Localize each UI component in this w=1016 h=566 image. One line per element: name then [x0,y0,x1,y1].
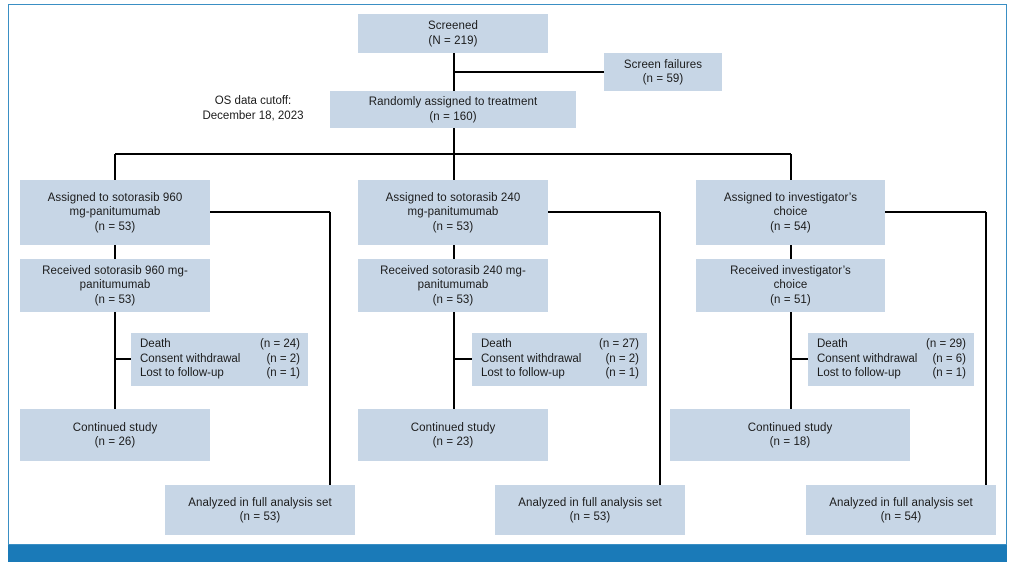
arm2-analyzed-box: Analyzed in full analysis set (n = 53) [495,485,685,535]
exclusion-count: (n = 2) [266,352,300,365]
exclusion-row: Lost to follow-up (n = 1) [817,366,966,381]
screen-failures-count: (n = 59) [642,73,684,85]
arm3-received-line1: Received investigator’s [730,264,851,277]
arm3-continued-label: Continued study [747,421,833,434]
exclusion-row: Death (n = 29) [817,337,966,352]
cutoff-line-2: December 18, 2023 [202,109,304,122]
exclusion-count: (n = 1) [605,367,639,379]
arm3-exclusions-box: Death(n = 29) Consent withdrawal(n = 6) … [808,333,974,386]
arm3-assigned-line2: choice [773,206,808,219]
arm2-continued-count: (n = 23) [432,436,474,448]
exclusion-reason: Death [140,338,171,350]
exclusion-reason: Lost to follow-up [817,367,901,379]
exclusion-reason: Consent withdrawal [481,352,582,365]
arm2-continued-box: Continued study (n = 23) [358,409,548,461]
arm1-assigned-box: Assigned to sotorasib 960 mg-panitumumab… [20,180,210,245]
arm1-received-count: (n = 53) [94,293,136,306]
exclusion-row: Death (n = 27) [481,337,639,352]
arm1-received-box: Received sotorasib 960 mg- panitumumab (… [20,259,210,312]
arm3-assigned-count: (n = 54) [770,220,811,233]
arm2-assigned-box: Assigned to sotorasib 240 mg-panitumumab… [358,180,548,245]
exclusion-count: (n = 1) [266,367,300,379]
arm2-assigned-line2: mg-panitumumab [407,206,499,219]
randomized-box: Randomly assigned to treatment (n = 160) [330,91,576,128]
screened-count: (N = 219) [428,34,478,47]
exclusion-count: (n = 24) [260,338,300,350]
arm2-exclusions-box: Death(n = 27) Consent withdrawal(n = 2) … [472,333,647,386]
exclusion-count: (n = 6) [932,352,966,365]
arm2-continued-label: Continued study [410,421,496,434]
arm1-continued-count: (n = 26) [94,436,136,448]
arm1-received-line1: Received sotorasib 960 mg- [42,264,188,277]
randomized-label: Randomly assigned to treatment [368,96,538,108]
arm3-analyzed-box: Analyzed in full analysis set (n = 54) [806,485,996,535]
figure-frame [8,4,1007,545]
screened-box: Screened (N = 219) [358,14,548,53]
exclusion-row: Consent withdrawal (n = 6) [817,352,966,367]
arm3-received-box: Received investigator’s choice (n = 51) [696,259,885,312]
arm3-analyzed-label: Analyzed in full analysis set [829,496,973,509]
screen-failures-box: Screen failures (n = 59) [604,53,722,91]
exclusion-reason: Death [481,338,512,350]
arm3-continued-count: (n = 18) [769,436,811,448]
arm2-analyzed-count: (n = 53) [569,511,611,523]
exclusion-row: Death (n = 24) [140,337,300,352]
arm1-analyzed-box: Analyzed in full analysis set (n = 53) [165,485,355,535]
arm3-assigned-box: Assigned to investigator’s choice (n = 5… [696,180,885,245]
arm2-received-box: Received sotorasib 240 mg- panitumumab (… [358,259,548,312]
arm2-received-count: (n = 53) [432,293,474,306]
bottom-accent-bar [8,545,1007,562]
arm1-exclusions-box: Death(n = 24) Consent withdrawal(n = 2) … [131,333,308,386]
arm3-analyzed-count: (n = 54) [880,511,922,523]
exclusion-row: Lost to follow-up (n = 1) [140,366,300,381]
arm3-received-count: (n = 51) [770,293,811,306]
exclusion-reason: Death [817,338,848,350]
arm2-analyzed-label: Analyzed in full analysis set [518,496,662,509]
randomized-count: (n = 160) [429,110,477,123]
arm1-assigned-line1: Assigned to sotorasib 960 [47,191,183,204]
arm1-received-line2: panitumumab [79,279,151,292]
arm2-assigned-count: (n = 53) [432,220,474,233]
arm1-assigned-count: (n = 53) [94,220,136,233]
os-data-cutoff-note: OS data cutoff: December 18, 2023 [190,94,316,123]
arm1-analyzed-count: (n = 53) [239,511,281,523]
screen-failures-label: Screen failures [623,58,703,71]
exclusion-count: (n = 2) [605,352,639,365]
arm3-received-line2: choice [773,279,808,292]
arm2-received-line1: Received sotorasib 240 mg- [380,264,526,277]
arm1-assigned-line2: mg-panitumumab [69,206,161,219]
exclusion-reason: Consent withdrawal [140,352,241,365]
arm2-received-line2: panitumumab [417,279,489,292]
exclusion-row: Consent withdrawal (n = 2) [481,352,639,367]
cutoff-line-1: OS data cutoff: [214,95,292,107]
screened-label: Screened [427,20,479,32]
arm3-assigned-line1: Assigned to investigator’s [723,191,858,204]
exclusion-reason: Lost to follow-up [481,367,565,379]
exclusion-reason: Consent withdrawal [817,352,918,365]
arm1-analyzed-label: Analyzed in full analysis set [188,496,332,509]
exclusion-row: Consent withdrawal (n = 2) [140,352,300,367]
arm1-continued-label: Continued study [72,421,158,434]
arm1-continued-box: Continued study (n = 26) [20,409,210,461]
arm3-continued-box: Continued study (n = 18) [670,409,910,461]
exclusion-reason: Lost to follow-up [140,367,224,379]
exclusion-count: (n = 1) [932,367,966,379]
exclusion-count: (n = 29) [926,338,966,350]
exclusion-row: Lost to follow-up (n = 1) [481,366,639,381]
exclusion-count: (n = 27) [599,338,639,350]
arm2-assigned-line1: Assigned to sotorasib 240 [385,191,521,204]
